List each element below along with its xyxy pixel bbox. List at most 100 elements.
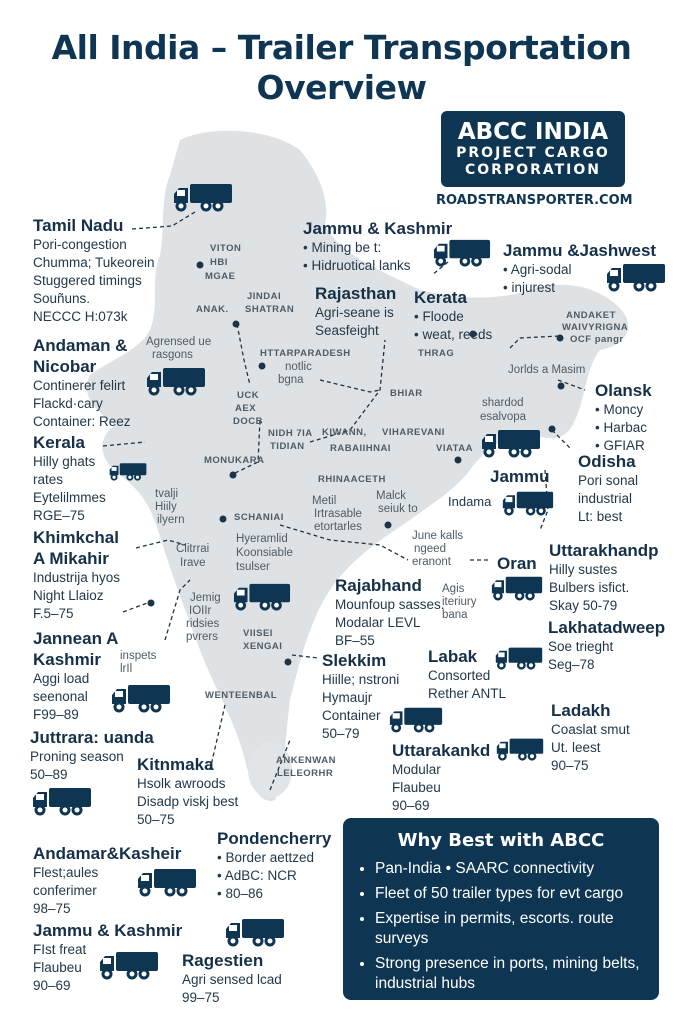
region-detail: Souñuns. — [33, 291, 91, 306]
why-best-item: Fleet of 50 trailer types for evt cargo — [375, 884, 659, 904]
map-place-label: DOCB — [233, 416, 263, 427]
region-title: Jammu — [490, 467, 550, 486]
map-place-label: JINDAI — [247, 291, 282, 302]
region-detail: 50–89 — [30, 767, 68, 782]
map-place-label: VIHAREVANI — [382, 427, 445, 438]
map-place-label: UCK — [237, 390, 260, 401]
map-place-label: Indama — [448, 494, 492, 509]
region-detail: Hsolk awroods — [137, 776, 226, 791]
region-detail: Modular — [392, 762, 441, 777]
map-place-label: Hiily — [155, 501, 177, 513]
region-detail: Hiille; nstroni — [322, 672, 400, 687]
region-detail: Flaubeu — [33, 960, 82, 975]
region-detail: conferimer — [33, 883, 97, 898]
region-detail: industrial — [578, 491, 633, 506]
map-place-label: Agrensed ue — [146, 336, 212, 348]
region-detail: Eytelilmmes — [33, 490, 106, 505]
region-title: Rajasthan — [315, 284, 397, 303]
brand-name: ABCC INDIA — [457, 119, 609, 145]
region-detail: Border aettzed — [217, 849, 331, 867]
region-detail: Soe trieght — [548, 639, 614, 654]
map-place-label: SHATRAN — [245, 304, 295, 315]
region-detail: GFIAR — [595, 437, 652, 455]
map-place-label: Malck — [376, 490, 407, 502]
region-detail: injurest — [503, 279, 656, 297]
region-title: A Mikahir — [33, 549, 109, 568]
region-detail: Proning season — [30, 749, 124, 764]
region-detail: Bulbers isfict. — [549, 580, 630, 595]
map-place-label: ANKENWAN — [276, 755, 336, 766]
region-detail: Pori-congestion — [33, 237, 127, 252]
region-detail: rates — [33, 472, 64, 487]
region-detail: Mounfoup sasses. — [335, 597, 445, 612]
region-title: Labak — [428, 647, 478, 666]
truck-icon — [496, 738, 544, 761]
region-detail: BF–55 — [335, 633, 375, 648]
map-place-label: iteriury — [442, 596, 477, 608]
map-place-label: inspets — [120, 650, 157, 662]
region-detail: Aggi load — [33, 671, 90, 686]
map-place-label: seiuk to — [378, 503, 418, 515]
region-detail: Harbac — [595, 419, 652, 437]
website-link[interactable]: ROADSTRANSPORTER.COM — [436, 193, 633, 208]
map-place-label: ridsies — [186, 618, 220, 630]
region-detail: F99–89 — [33, 707, 79, 722]
region-detail: 90–75 — [551, 758, 589, 773]
region-detail: Agri sensed lcad — [182, 972, 282, 987]
map-place-label: tsulser — [236, 561, 270, 573]
region-title: Pondencherry — [217, 829, 332, 848]
map-place-label: lrIl — [120, 663, 133, 675]
brand-logo-box: ABCC INDIA PROJECT CARGO CORPORATION — [441, 111, 625, 187]
map-place-label: WAIVYRIGNA — [562, 322, 629, 333]
region-detail: Lt: best — [578, 509, 623, 524]
region-title: Jammu & Kashmir — [303, 219, 453, 238]
map-place-label: THRAG — [418, 348, 455, 359]
map-place-label: LELEORHR — [277, 768, 334, 779]
brand-subtitle-1: PROJECT CARGO — [456, 145, 610, 161]
map-place-label: Clitrrai — [176, 543, 210, 555]
region-detail: Hidruotical lanks — [303, 257, 452, 275]
region-callout: PondencherryBorder aettzedAdBC: NCR80–86 — [217, 828, 331, 903]
region-detail: FIst freat — [33, 942, 87, 957]
region-callout: Oran — [497, 553, 537, 574]
location-dots — [147, 261, 565, 666]
map-place-label: tvalji — [155, 488, 179, 500]
region-detail: F.5–75 — [33, 606, 74, 621]
region-detail: Container — [322, 708, 381, 723]
region-title: Nicobar — [33, 357, 97, 376]
region-detail: Continerer felirt — [33, 378, 126, 393]
map-place-label: KIWANN, — [322, 427, 367, 438]
india-silhouette — [86, 130, 629, 801]
map-place-label: eranont — [412, 556, 452, 568]
map-place-label: notlic — [285, 361, 312, 373]
region-detail: Modalar LEVL — [335, 615, 421, 630]
map-place-label: Hyeramlid — [236, 533, 288, 545]
region-detail: Disadp viskj best — [137, 794, 239, 809]
map-place-label: BHIAR — [390, 388, 423, 399]
region-callout: OlanskMoncyHarbacGFIAR — [595, 380, 652, 455]
region-detail: RGE–75 — [33, 508, 85, 523]
truck-icon — [607, 264, 665, 292]
region-title: Uttarakhandp — [549, 541, 659, 560]
map-place-label: TIDIAN — [270, 441, 305, 452]
region-title: Uttarakankd — [392, 741, 491, 760]
truck-icon — [502, 491, 554, 516]
map-place-label: shardod — [482, 397, 524, 409]
region-detail: Flest;aules — [33, 865, 99, 880]
truck-icon — [33, 788, 91, 816]
truck-icon — [100, 952, 158, 980]
map-place-label: pvrers — [186, 631, 218, 643]
region-detail: 99–75 — [182, 990, 220, 1005]
truck-icon — [389, 707, 443, 733]
region-title: Jammu &Jashwest — [503, 241, 657, 260]
region-title: Andamar&Kasheir — [33, 844, 182, 863]
region-callout: Jammu &JashwestAgri-sodalinjurest — [503, 240, 656, 297]
